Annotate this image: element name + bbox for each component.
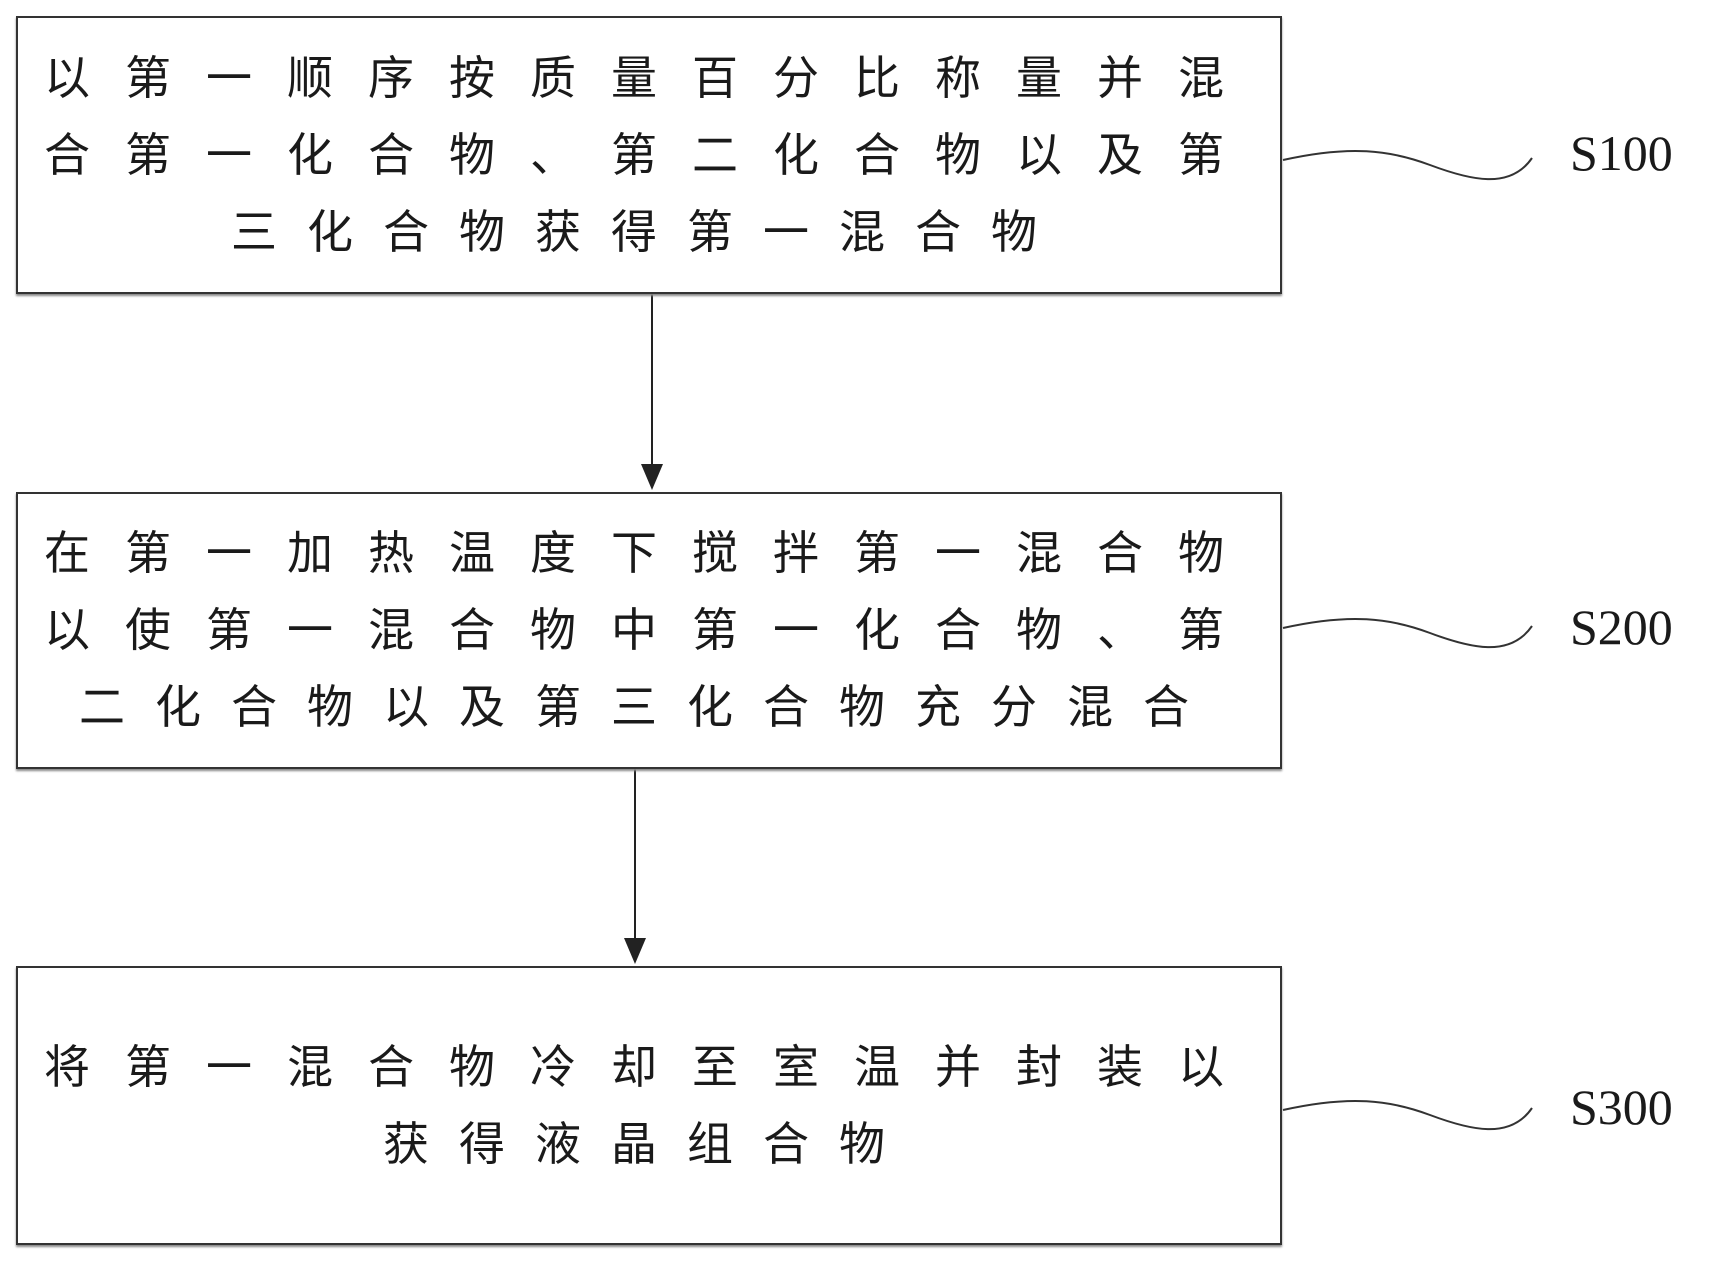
step-box-s100: 以第一顺序按质量百分比称量并混合第一化合物、第二化合物以及第三化合物获得第一混合… <box>16 16 1282 294</box>
arrow-s200-to-s300 <box>624 769 646 964</box>
step-text: 在第一加热温度下搅拌第一混合物以使第一混合物中第一化合物、第二化合物以及第三化合… <box>44 526 1254 734</box>
step-box-s300: 将第一混合物冷却至室温并封装以获得液晶组合物 <box>16 966 1282 1245</box>
step-text: 将第一混合物冷却至室温并封装以获得液晶组合物 <box>44 1039 1254 1171</box>
step-label-s200: S200 <box>1570 599 1673 655</box>
step-label-s100: S100 <box>1570 125 1673 181</box>
step-box-s200: 在第一加热温度下搅拌第一混合物以使第一混合物中第一化合物、第二化合物以及第三化合… <box>16 492 1282 769</box>
step-text: 以第一顺序按质量百分比称量并混合第一化合物、第二化合物以及第三化合物获得第一混合… <box>44 50 1254 259</box>
arrow-s100-to-s200 <box>641 294 663 490</box>
leader-line-s100 <box>1282 149 1533 181</box>
leader-line-s200 <box>1282 617 1533 649</box>
step-label-s300: S300 <box>1570 1079 1673 1135</box>
leader-line-s300 <box>1282 1099 1533 1131</box>
